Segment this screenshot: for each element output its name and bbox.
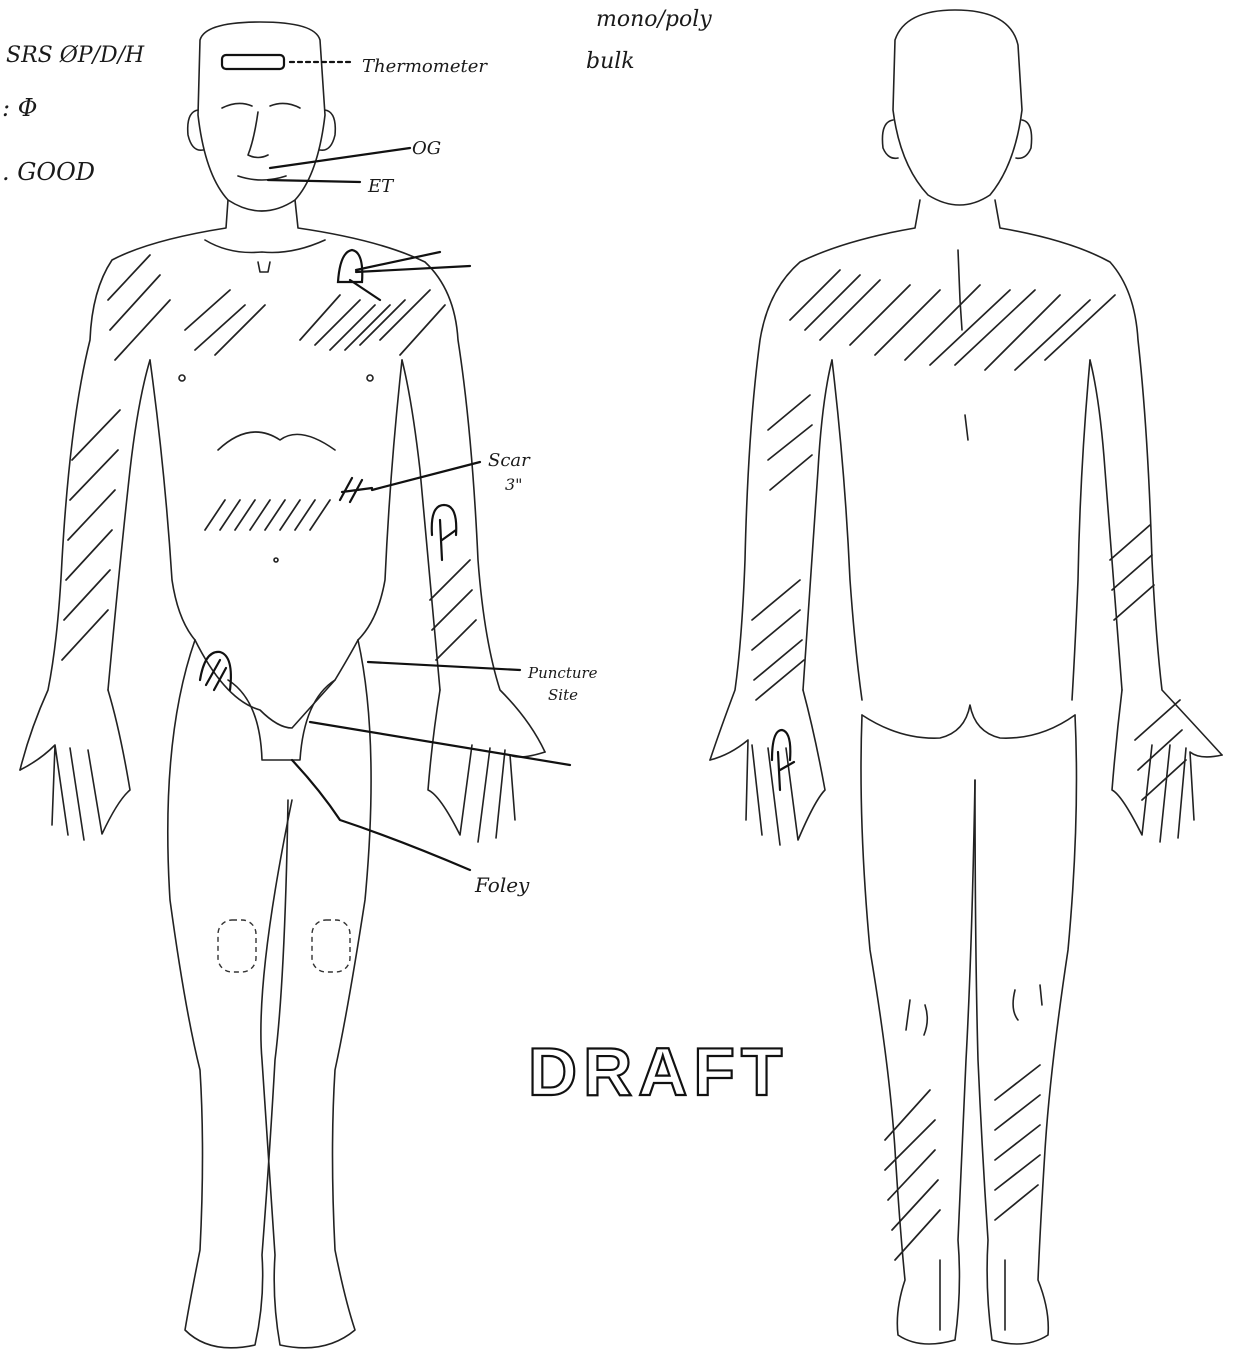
note-top-center-1: mono/poly <box>596 7 712 32</box>
note-top-left-3: . GOOD <box>2 158 95 186</box>
note-top-center-2: bulk <box>586 49 635 74</box>
back-body-outline <box>710 10 1222 1344</box>
handwritten-notes: SRS ØP/D/H : Φ . GOOD mono/poly bulk <box>2 7 712 186</box>
label-scar-size: 3" <box>505 475 523 494</box>
label-thermometer: Thermometer <box>362 56 488 77</box>
note-top-left-1: SRS ØP/D/H <box>6 43 145 68</box>
label-foley: Foley <box>474 873 530 897</box>
front-hatching <box>62 255 476 660</box>
label-puncture-site: Site <box>548 686 578 704</box>
arm-marker <box>432 505 457 560</box>
front-body-outline <box>20 22 545 1348</box>
back-hatching <box>752 270 1186 1260</box>
draft-stamp: DRAFT <box>528 1034 788 1110</box>
label-puncture: Puncture <box>527 664 598 682</box>
thermometer-mark <box>222 55 284 69</box>
chest-device-mark <box>338 250 362 282</box>
label-scar: Scar <box>488 450 531 471</box>
scar-mark <box>340 462 480 502</box>
label-og: OG <box>412 138 441 159</box>
annotation-labels: Thermometer OG ET Scar 3" Puncture Site … <box>362 56 598 897</box>
note-top-left-2: : Φ <box>2 94 37 122</box>
label-et: ET <box>367 176 395 197</box>
